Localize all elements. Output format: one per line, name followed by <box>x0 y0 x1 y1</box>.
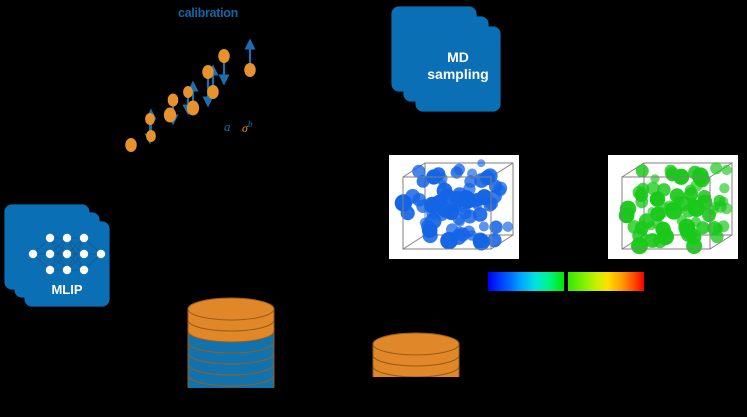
mlip-network-graph <box>28 233 106 275</box>
axis-label-sigma-superscript: b <box>247 119 253 129</box>
training-database[interactable] <box>186 296 276 398</box>
cool-colorbar <box>488 272 564 291</box>
sim-box-green[interactable] <box>608 155 738 259</box>
axis-label-sigma-symbol: σ <box>242 121 248 135</box>
axis-label-a: a <box>224 119 231 134</box>
warm-colorbar <box>568 272 644 291</box>
sim-box-blue[interactable] <box>389 155 519 259</box>
candidate-database[interactable] <box>371 331 461 389</box>
mlip-card-front[interactable]: MLIP <box>25 222 109 306</box>
calibration-title: calibration <box>178 6 238 20</box>
mlip-label: MLIP <box>51 282 83 297</box>
md-sampling-label-line2: sampling <box>427 65 489 82</box>
md-sampling-label-line1: MD <box>447 49 469 65</box>
axis-label-sigma: σb <box>242 119 252 136</box>
md-sampling-card-front[interactable]: MD sampling <box>416 27 500 111</box>
